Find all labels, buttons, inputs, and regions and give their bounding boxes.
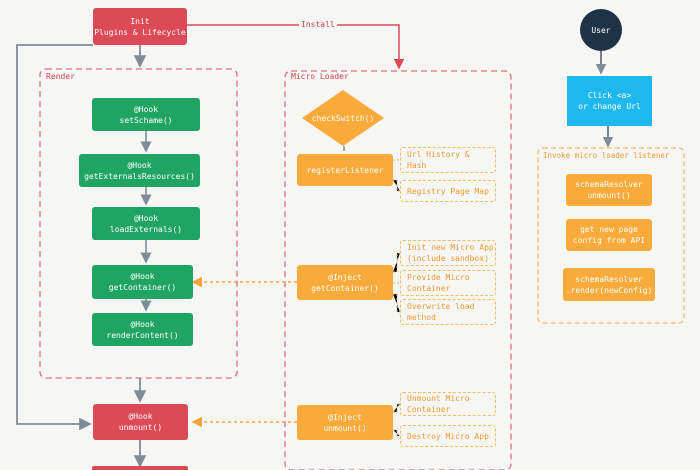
bottom-partial-node xyxy=(92,466,188,470)
note-unmount-micro-container: Unmount Micro Container xyxy=(400,392,496,416)
note-link-destroy xyxy=(393,429,400,437)
note-url-history: Url History & Hash xyxy=(400,147,496,173)
render-group-title: Render xyxy=(46,72,75,81)
note-init-new-micro-app: Init new Micro App (include sandbox) xyxy=(400,240,496,266)
hook-setschame-node: @Hook setSchame() xyxy=(92,98,200,131)
hook-getcontainer-node: @Hook getContainer() xyxy=(92,265,193,299)
checkswitch-label: checkSwitch() xyxy=(311,113,375,123)
click-or-change-url-node: Click <a> or change Url xyxy=(567,76,652,126)
hook-unmount-node: @Hook unmount() xyxy=(93,404,188,440)
schemaresolver-render-node: schemaResolver .render(newConfig) xyxy=(563,268,655,301)
inject-unmount-node: @Inject unmount() xyxy=(297,405,393,440)
note-registry-page-map: Registry Page Map xyxy=(400,180,496,202)
note-link-registry xyxy=(393,179,400,192)
user-node xyxy=(580,9,622,51)
hook-loadexternals-node: @Hook loadExternals() xyxy=(92,207,200,240)
micro-loader-group-title: Micro Loader xyxy=(291,72,349,81)
get-new-page-config-node: get new page config from API xyxy=(566,219,652,251)
user-label: User xyxy=(591,25,611,35)
listener-group-border xyxy=(537,147,685,324)
note-destroy-micro-app: Destroy Micro App xyxy=(400,425,496,447)
note-provide-micro-container: Provide Micro Container xyxy=(400,270,496,296)
note-link-init-micro xyxy=(393,252,400,273)
registerlistener-node: registerListener xyxy=(297,154,393,186)
note-link-unmount-micro xyxy=(393,403,400,413)
hook-rendercontent-node: @Hook renderContent() xyxy=(92,313,193,346)
checkswitch-decision xyxy=(302,90,384,146)
note-overwrite-load-method: Overwrite load method xyxy=(400,299,496,325)
listener-group-title: Invoke micro loader listener xyxy=(543,151,670,160)
install-edge-label: Install xyxy=(299,20,337,29)
init-plugins-node: Init Plugins & Lifecycle xyxy=(93,8,187,45)
inject-getcontainer-node: @Inject getContainer() xyxy=(297,265,393,300)
render-group-border xyxy=(39,68,238,379)
edge-install xyxy=(187,24,405,70)
note-link-overwrite xyxy=(393,293,400,313)
hook-getexternalsresources-node: @Hook getExternalsResources() xyxy=(79,154,200,187)
edge-init-loop xyxy=(16,44,93,431)
schemaresolver-unmount-node: schemaResolver unmount() xyxy=(566,174,652,206)
